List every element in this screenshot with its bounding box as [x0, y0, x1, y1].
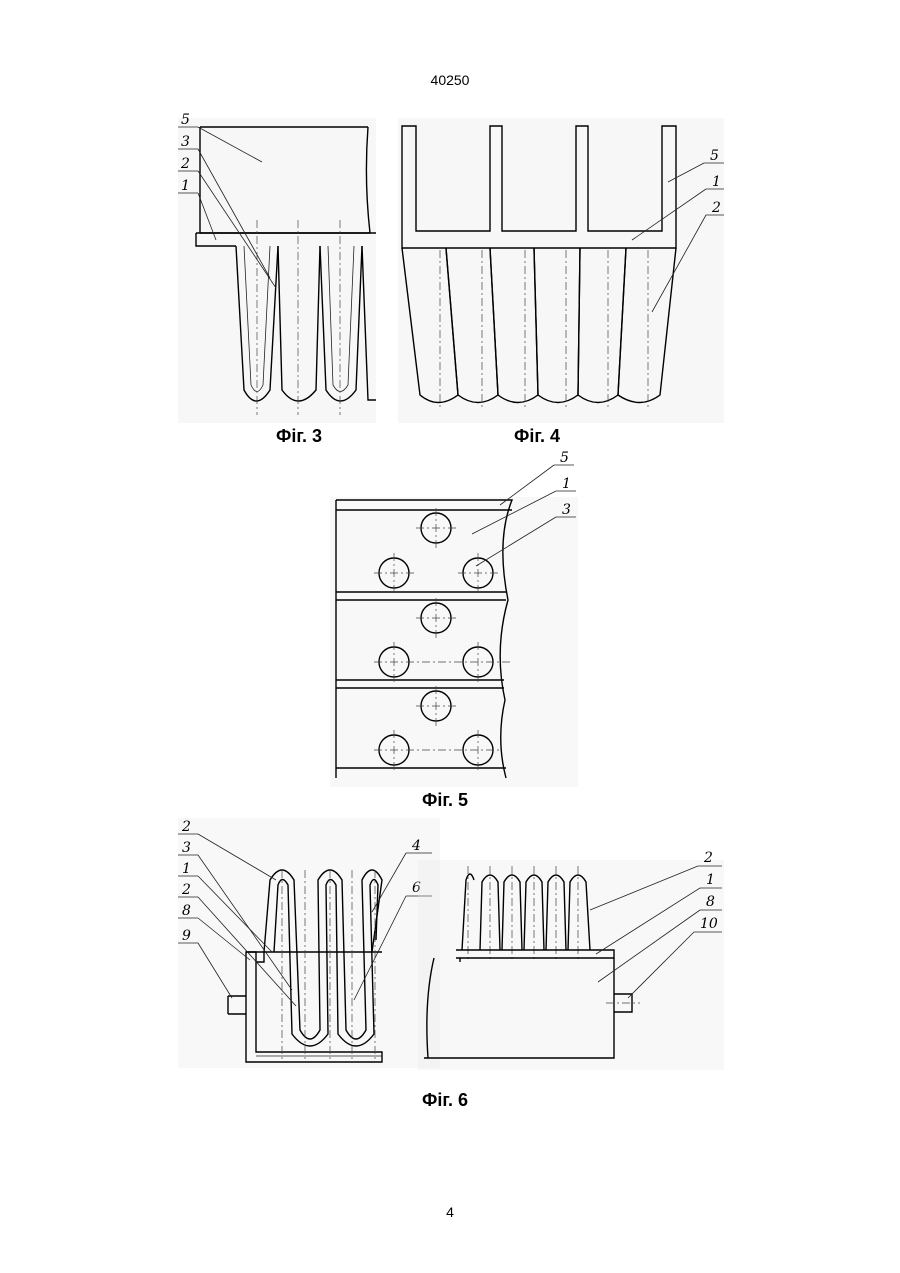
fig6-label-3: 3 — [182, 840, 191, 856]
figure-6-left: 2 3 1 2 8 9 4 6 — [178, 818, 440, 1068]
page-number: 4 — [0, 1204, 900, 1220]
fig3-label-2: 2 — [180, 156, 190, 172]
fig4-label-2: 2 — [711, 200, 721, 216]
fig6-label-8: 8 — [182, 903, 191, 919]
figure-6-right: 2 1 8 10 — [418, 850, 724, 1070]
fig4-label-1: 1 — [712, 174, 721, 190]
fig6-label-2b: 2 — [181, 882, 191, 898]
fig6r-label-1: 1 — [706, 872, 715, 888]
fig6r-label-2: 2 — [703, 850, 713, 866]
fig5-caption: Фіг. 5 — [422, 790, 468, 811]
figure-5: 5 1 3 — [330, 450, 578, 787]
fig3-label-5: 5 — [181, 112, 190, 128]
fig6-label-9: 9 — [182, 928, 191, 944]
fig6-label-4: 4 — [411, 838, 421, 854]
fig4-label-5: 5 — [710, 148, 719, 164]
fig3-caption: Фіг. 3 — [276, 426, 322, 447]
fig6r-label-10: 10 — [700, 916, 718, 932]
fig3-label-3: 3 — [181, 134, 190, 150]
fig4-caption: Фіг. 4 — [514, 426, 560, 447]
fig5-label-3: 3 — [562, 502, 571, 518]
fig5-label-5: 5 — [560, 450, 569, 466]
fig6-label-2: 2 — [181, 819, 191, 835]
fig6-caption: Фіг. 6 — [422, 1090, 468, 1111]
fig3-label-1: 1 — [181, 178, 190, 194]
fig5-label-1: 1 — [562, 476, 571, 492]
fig6r-label-8: 8 — [706, 894, 715, 910]
fig6-label-1: 1 — [182, 861, 191, 877]
